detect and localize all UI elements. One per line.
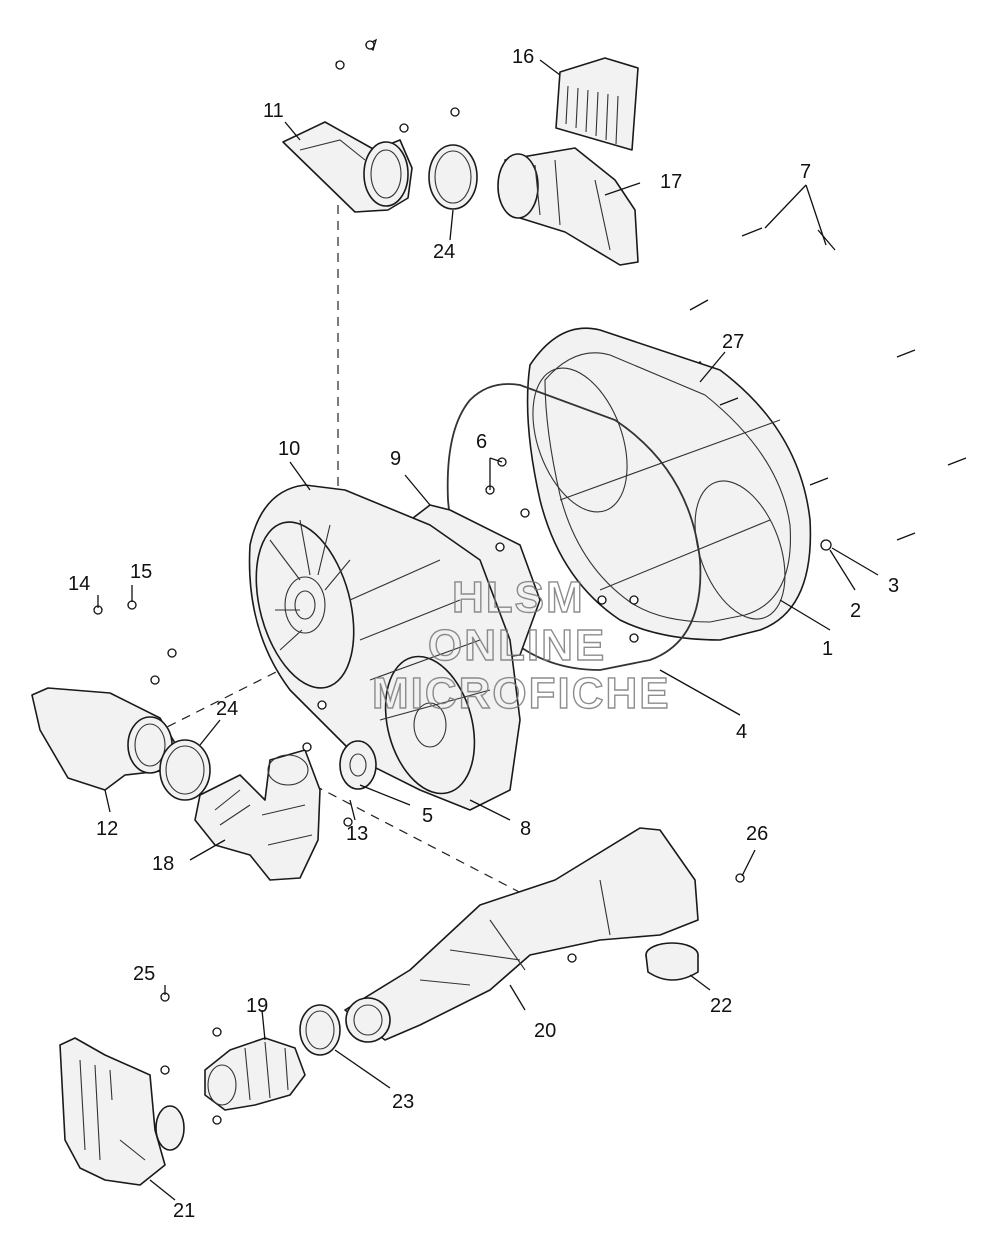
callout-17: 17 (660, 171, 682, 193)
bolt-icon (212, 1027, 222, 1037)
nut-icon (450, 107, 460, 117)
bolt-icon (212, 1115, 222, 1125)
part-18-lower-boot (194, 749, 321, 881)
watermark-line-2: ONLINE (428, 621, 606, 670)
bolt-icon (335, 60, 345, 70)
callout-26: 26 (746, 823, 768, 845)
callout-11: 11 (263, 100, 284, 122)
part-16-intake-screen (555, 57, 639, 151)
part-24-lower-clamp (159, 739, 211, 801)
callout-1: 1 (822, 638, 833, 660)
part-21-lower-housing (59, 1037, 185, 1186)
part-4-cover-seal (446, 383, 702, 671)
bolt-icon (399, 123, 409, 133)
bolt-icon (947, 457, 967, 466)
bolt-icon (567, 953, 577, 963)
callout-20: 20 (534, 1020, 556, 1042)
nut-icon (167, 648, 177, 658)
callout-13: 13 (346, 823, 368, 845)
callout-12: 12 (96, 818, 118, 840)
part-22-small-clamp (645, 942, 699, 981)
bolt-icon (597, 595, 607, 605)
bolt-icon (520, 508, 530, 518)
callout-2: 2 (850, 600, 861, 622)
part-10-inner-clutch-cover (248, 484, 521, 811)
bolt-icon (741, 227, 763, 237)
callout-8: 8 (520, 818, 531, 840)
callout-18: 18 (152, 853, 174, 875)
bolt-icon (302, 742, 312, 752)
callout-15: 15 (130, 561, 152, 583)
bolt-icon (629, 633, 639, 643)
callout-10: 10 (278, 438, 300, 460)
bolt-icon (689, 299, 709, 311)
bolt-icon (343, 817, 353, 827)
watermark: HLSM ONLINE MICROFICHE (371, 572, 671, 718)
bolt-icon (495, 542, 505, 552)
watermark-line-3: MICROFICHE (372, 669, 671, 718)
callout-24-lower: 24 (216, 698, 238, 720)
callout-25: 25 (133, 963, 155, 985)
part-1-outer-clutch-cover (526, 327, 812, 641)
bolt-icon (896, 532, 916, 541)
callout-4: 4 (736, 721, 747, 743)
callout-14: 14 (68, 573, 90, 595)
callout-24-upper: 24 (433, 241, 455, 263)
leader-lines (97, 59, 879, 1201)
callout-labels: 1 2 3 4 5 6 7 8 9 10 11 12 13 14 15 16 1… (68, 46, 899, 1222)
nut-icon (127, 600, 137, 610)
part-19-boot (204, 1037, 306, 1111)
part-17-upper-boot (497, 147, 639, 266)
bolt-icon (150, 675, 160, 685)
callout-9: 9 (390, 448, 401, 470)
callout-21: 21 (173, 1200, 195, 1222)
bolt-icon (365, 40, 375, 50)
bolt-icon (160, 1065, 170, 1075)
bolt-icon (896, 349, 916, 358)
part-20-main-intake-duct (344, 827, 699, 1043)
bolt-icon (817, 229, 836, 251)
nut-icon (820, 539, 832, 551)
part-5-washer (339, 740, 377, 790)
callout-7: 7 (800, 161, 811, 183)
callout-22: 22 (710, 995, 732, 1017)
callout-19: 19 (246, 995, 268, 1017)
callout-3: 3 (888, 575, 899, 597)
callout-27: 27 (722, 331, 744, 353)
watermark-line-1: HLSM (452, 573, 585, 622)
bolt-icon (317, 700, 327, 710)
callout-23: 23 (392, 1091, 414, 1113)
callout-5: 5 (422, 805, 433, 827)
callout-16: 16 (512, 46, 534, 68)
bolt-icon (629, 595, 639, 605)
callout-6: 6 (476, 431, 487, 453)
part-11-upper-intake-duct (282, 121, 413, 213)
bolt-icon (809, 477, 829, 486)
bolt-icon (719, 397, 739, 406)
fasteners (93, 38, 967, 1125)
part-23-clamp (299, 1004, 341, 1056)
part-24-upper-clamp (428, 144, 478, 210)
part-12-lower-intake-duct (31, 687, 179, 791)
